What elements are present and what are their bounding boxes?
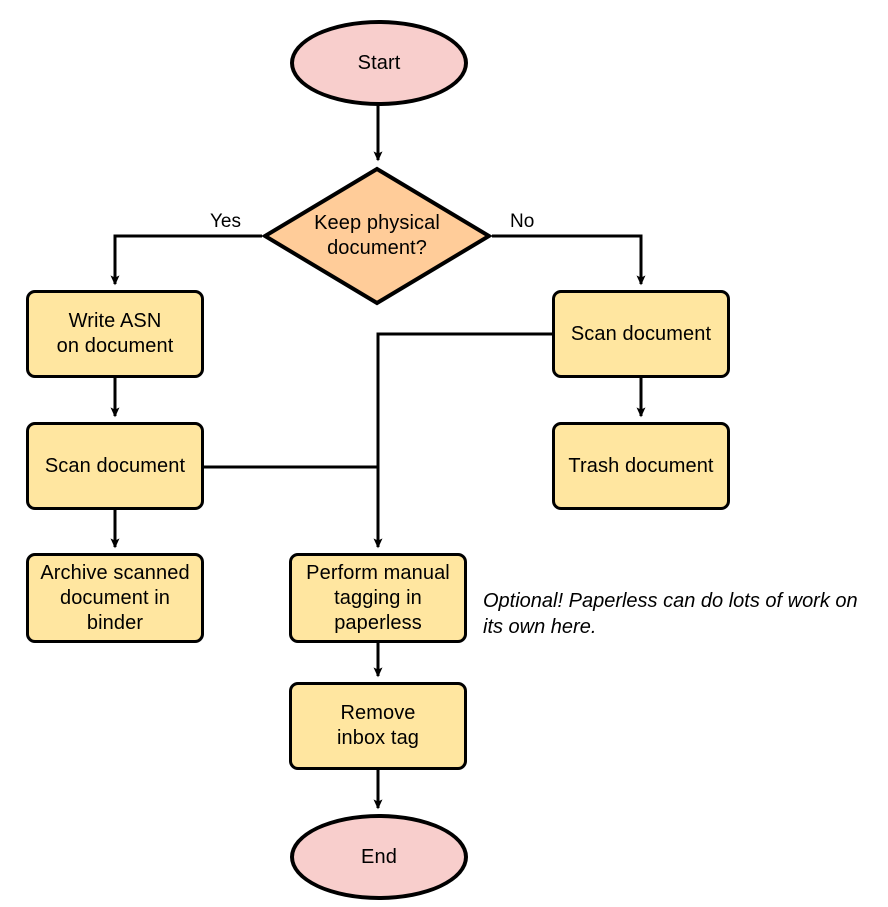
- node-archive-label-line1: Archive scanned: [40, 561, 190, 584]
- node-write-asn-label-line1: Write ASN: [68, 310, 162, 332]
- node-decision-label: Keep physical document?: [314, 211, 440, 261]
- node-start-label: Start: [357, 51, 401, 74]
- annotation-optional-note-line1: Optional! Paperless can do lots of work …: [483, 590, 858, 612]
- diamond-shape: [262, 166, 492, 306]
- node-scan-document-left-label: Scan document: [44, 454, 186, 477]
- node-archive-scanned-document-in-binder[interactable]: Archive scanned document in binder: [26, 553, 204, 643]
- edge-decision-yes-to-write-asn: [110, 234, 262, 286]
- edge-decision-no-to-scan-right: [492, 234, 646, 286]
- node-start[interactable]: Start: [290, 20, 468, 106]
- node-tagging-label-line3: paperless: [334, 611, 422, 634]
- node-decision-label-line2: document?: [327, 237, 427, 259]
- node-perform-manual-tagging-in-paperless[interactable]: Perform manual tagging in paperless: [289, 553, 467, 643]
- edge-scan-right-to-tagging: [373, 332, 552, 549]
- node-trash-document-label: Trash document: [568, 454, 714, 477]
- edge-label-no: No: [510, 211, 535, 232]
- node-remove-inbox-tag[interactable]: Remove inbox tag: [289, 682, 467, 770]
- node-scan-document-left[interactable]: Scan document: [26, 422, 204, 510]
- node-remove-inbox-label-line2: inbox tag: [336, 727, 420, 749]
- node-end[interactable]: End: [290, 814, 468, 900]
- annotation-optional-note: Optional! Paperless can do lots of work …: [483, 588, 883, 640]
- node-archive-label: Archive scanned document in binder: [40, 561, 189, 636]
- node-scan-document-right[interactable]: Scan document: [552, 290, 730, 378]
- node-archive-label-line2: document in: [59, 586, 171, 609]
- node-tagging-label-line1: Perform manual: [306, 561, 450, 584]
- node-keep-physical-document-decision[interactable]: Keep physical document?: [262, 166, 492, 306]
- node-tagging-label-line2: tagging in: [334, 586, 422, 609]
- node-remove-inbox-label: Remove inbox tag: [337, 701, 419, 751]
- node-decision-label-line1: Keep physical: [314, 212, 440, 234]
- node-trash-document[interactable]: Trash document: [552, 422, 730, 510]
- node-write-asn-label-line2: on document: [56, 335, 174, 357]
- node-scan-document-right-label: Scan document: [570, 322, 712, 345]
- node-write-asn-label: Write ASN on document: [57, 309, 174, 359]
- node-write-asn-on-document[interactable]: Write ASN on document: [26, 290, 204, 378]
- node-end-label: End: [361, 845, 397, 868]
- node-remove-inbox-label-line1: Remove: [340, 702, 416, 724]
- node-tagging-label: Perform manual tagging in paperless: [306, 561, 450, 636]
- annotation-optional-note-line2: its own here.: [483, 616, 597, 638]
- node-archive-label-line3: binder: [86, 611, 144, 634]
- edge-label-yes: Yes: [210, 211, 241, 232]
